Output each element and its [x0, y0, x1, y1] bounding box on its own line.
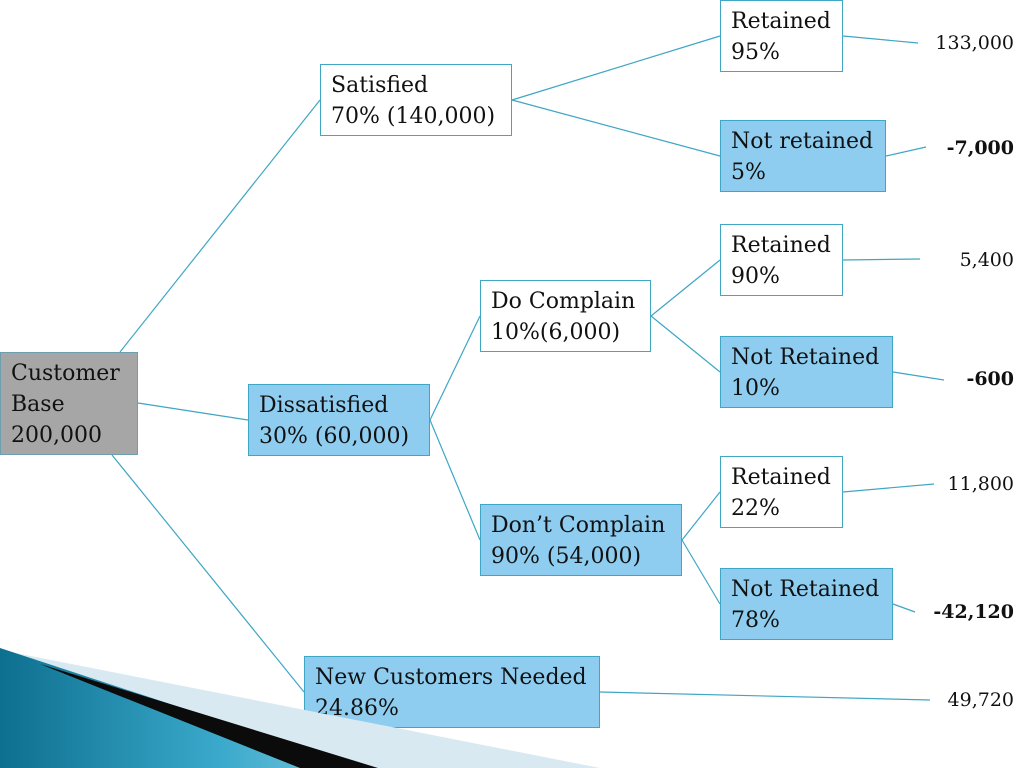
node-complain-retained-value: 90%	[731, 264, 780, 289]
node-satisfied-retained-value: 95%	[731, 40, 780, 65]
node-no-complain-not-retained-label: Not Retained	[731, 577, 880, 602]
outcome-no-complain-not-retained: -42,120	[933, 601, 1014, 623]
node-satisfied-not-retained: Not retained 5%	[720, 120, 886, 192]
connector-dont-complain-not-retained	[681, 539, 721, 605]
node-complain-not-retained-label: Not Retained	[731, 345, 880, 370]
node-customer-base-line2: Base	[11, 392, 65, 417]
outcome-satisfied-not-retained: -7,000	[946, 137, 1014, 159]
outcome-complain-retained: 5,400	[959, 249, 1014, 271]
outcome-satisfied-retained: 133,000	[935, 32, 1014, 54]
node-complain-not-retained-value: 10%	[731, 376, 780, 401]
node-complain-not-retained: Not Retained 10%	[720, 336, 893, 408]
node-customer-base-line1: Customer	[11, 361, 120, 386]
connector-dissatisfied-do-complain	[429, 315, 481, 421]
node-satisfied: Satisfied 70% (140,000)	[320, 64, 512, 136]
node-satisfied-retained: Retained 95%	[720, 0, 843, 72]
node-do-complain: Do Complain 10%(6,000)	[480, 280, 651, 352]
connector-outcome-nocomp-retained	[842, 483, 935, 493]
connector-outcome-nocomp-not-retained	[892, 603, 916, 613]
connector-outcome-sat-not-retained	[885, 146, 927, 157]
node-new-customers-needed: New Customers Needed 24.86%	[304, 656, 600, 728]
connector-dont-complain-retained	[681, 491, 721, 541]
outcome-complain-not-retained: -600	[966, 368, 1014, 390]
connector-satisfied-not-retained	[511, 99, 721, 157]
node-dont-complain: Don’t Complain 90% (54,000)	[480, 504, 682, 576]
connector-do-complain-not-retained	[650, 315, 721, 373]
connector-satisfied-retained	[511, 35, 721, 101]
outcome-no-complain-retained: 11,800	[947, 473, 1014, 495]
connector-do-complain-retained	[650, 259, 721, 317]
node-dissatisfied-value: 30% (60,000)	[259, 424, 410, 449]
node-no-complain-not-retained-value: 78%	[731, 608, 780, 633]
node-new-customers-value: 24.86%	[315, 696, 399, 721]
connector-root-satisfied	[119, 99, 321, 353]
node-no-complain-not-retained: Not Retained 78%	[720, 568, 893, 640]
node-satisfied-retained-label: Retained	[731, 9, 831, 34]
node-no-complain-retained-label: Retained	[731, 465, 831, 490]
node-complain-retained-label: Retained	[731, 233, 831, 258]
connector-outcome-sat-retained	[842, 35, 919, 44]
outcome-new-customers: 49,720	[947, 689, 1014, 711]
node-dissatisfied-label: Dissatisfied	[259, 393, 389, 418]
node-dissatisfied: Dissatisfied 30% (60,000)	[248, 384, 430, 456]
connector-outcome-comp-retained	[842, 258, 921, 261]
node-customer-base-line3: 200,000	[11, 423, 102, 448]
node-dont-complain-label: Don’t Complain	[491, 513, 666, 538]
connector-dissatisfied-dont-complain	[429, 419, 481, 541]
node-no-complain-retained: Retained 22%	[720, 456, 843, 528]
node-do-complain-label: Do Complain	[491, 289, 636, 314]
connector-root-new-customers	[111, 454, 305, 693]
node-do-complain-value: 10%(6,000)	[491, 320, 621, 345]
node-dont-complain-value: 90% (54,000)	[491, 544, 642, 569]
node-satisfied-value: 70% (140,000)	[331, 104, 496, 129]
node-customer-base: Customer Base 200,000	[0, 352, 138, 455]
node-complain-retained: Retained 90%	[720, 224, 843, 296]
node-satisfied-label: Satisfied	[331, 73, 429, 98]
node-no-complain-retained-value: 22%	[731, 496, 780, 521]
node-satisfied-not-retained-value: 5%	[731, 160, 766, 185]
connector-outcome-comp-not-retained	[892, 371, 945, 381]
connector-root-dissatisfied	[137, 402, 249, 421]
node-new-customers-label: New Customers Needed	[315, 665, 587, 690]
connector-outcome-new-customers	[599, 691, 931, 701]
node-satisfied-not-retained-label: Not retained	[731, 129, 874, 154]
